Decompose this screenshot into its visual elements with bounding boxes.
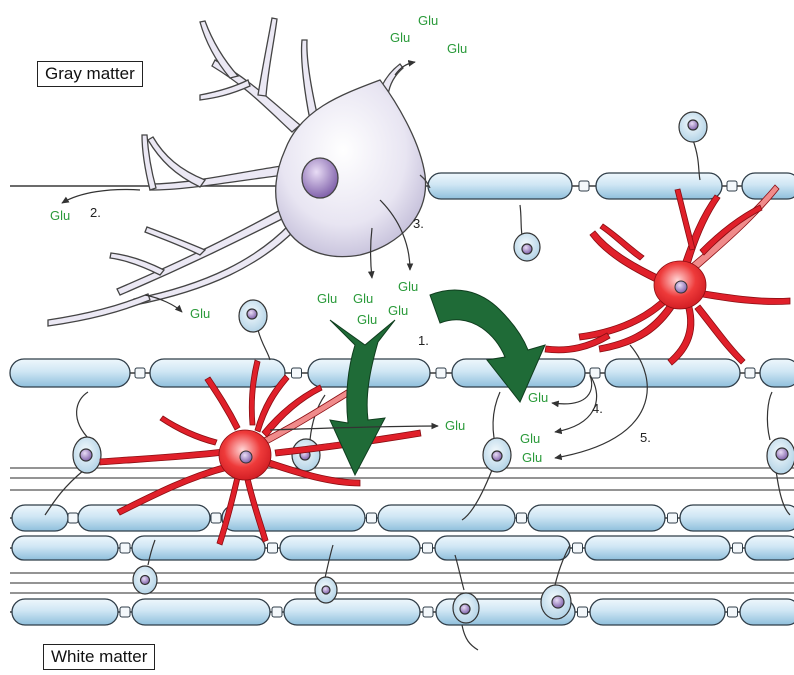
node-of-ranvier <box>423 543 433 553</box>
node-of-ranvier <box>573 543 583 553</box>
step-2: 2. <box>90 205 101 220</box>
node-of-ranvier <box>292 368 302 378</box>
node-of-ranvier <box>135 368 145 378</box>
glu-label: Glu <box>398 279 418 294</box>
myelin-segment <box>12 536 118 560</box>
neuron-soma <box>276 80 426 257</box>
node-of-ranvier <box>727 181 737 191</box>
node-of-ranvier <box>272 607 282 617</box>
step-4: 4. <box>592 401 603 416</box>
glu-label: Glu <box>447 41 467 56</box>
node-of-ranvier <box>211 513 221 523</box>
glu-label: Glu <box>317 291 337 306</box>
glu-label: Glu <box>357 312 377 327</box>
myelin-segment <box>428 173 572 199</box>
node-of-ranvier <box>745 368 755 378</box>
white-matter-label: White matter <box>43 644 155 670</box>
node-of-ranvier <box>668 513 678 523</box>
glu-label: Glu <box>445 418 465 433</box>
myelin-segment <box>284 599 420 625</box>
glu-label: Glu <box>190 306 210 321</box>
glu-label: Glu <box>353 291 373 306</box>
gray-matter-label: Gray matter <box>37 61 143 87</box>
myelin-segment <box>590 599 725 625</box>
myelin-segment <box>222 505 365 531</box>
node-of-ranvier <box>436 368 446 378</box>
oligodendrocyte <box>514 205 540 261</box>
myelin-segment <box>280 536 420 560</box>
oligodendrocyte <box>767 392 794 515</box>
myelinated-axons <box>10 173 794 625</box>
node-of-ranvier <box>120 607 130 617</box>
myelin-segment <box>12 505 68 531</box>
myelin-segment <box>78 505 210 531</box>
glu-label: Glu <box>50 208 70 223</box>
node-of-ranvier <box>733 543 743 553</box>
step-3: 3. <box>413 216 424 231</box>
node-of-ranvier <box>68 513 78 523</box>
myelin-segment <box>760 359 794 387</box>
glu-label: Glu <box>388 303 408 318</box>
myelin-segment <box>745 536 794 560</box>
myelin-segment <box>12 599 118 625</box>
neuron-nucleus <box>302 158 338 198</box>
oligodendrocyte <box>679 112 707 180</box>
step-5: 5. <box>640 430 651 445</box>
myelin-segment <box>378 505 515 531</box>
myelin-segment <box>150 359 285 387</box>
glu-label: Glu <box>522 450 542 465</box>
node-of-ranvier <box>423 607 433 617</box>
node-of-ranvier <box>579 181 589 191</box>
oligodendrocyte <box>45 392 101 515</box>
oligodendrocyte <box>239 300 270 360</box>
myelin-segment <box>680 505 794 531</box>
myelin-segment <box>10 359 130 387</box>
node-of-ranvier <box>120 543 130 553</box>
myelin-segment <box>132 599 270 625</box>
glu-label: Glu <box>528 390 548 405</box>
myelin-segment <box>528 505 665 531</box>
astrocyte-right <box>545 185 790 365</box>
glu-label: Glu <box>390 30 410 45</box>
myelin-segment <box>740 599 794 625</box>
myelin-segment <box>585 536 730 560</box>
oligodendrocyte <box>453 555 479 650</box>
node-of-ranvier <box>367 513 377 523</box>
glu-label: Glu <box>520 431 540 446</box>
node-of-ranvier <box>728 607 738 617</box>
oligodendrocyte <box>462 392 511 520</box>
myelin-segment <box>596 173 722 199</box>
node-of-ranvier <box>578 607 588 617</box>
glu-label: Glu <box>418 13 438 28</box>
node-of-ranvier <box>268 543 278 553</box>
step-1: 1. <box>418 333 429 348</box>
node-of-ranvier <box>517 513 527 523</box>
